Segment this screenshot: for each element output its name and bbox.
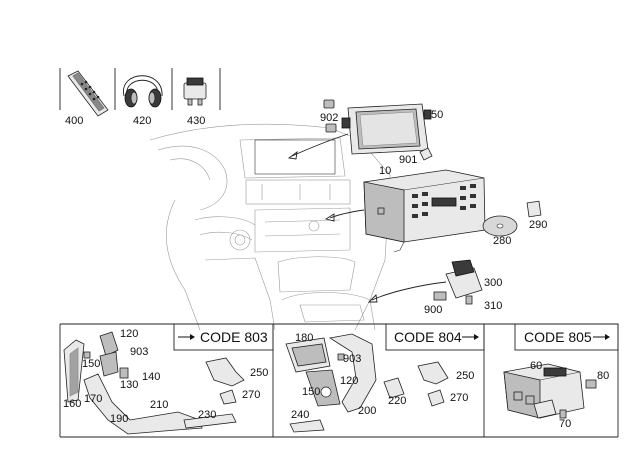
panel-805-parts [503,363,597,419]
part-label-803-120: 120 [120,328,139,340]
part-label-803-160: 160 [63,398,82,410]
leader-arrow-display [291,133,349,157]
panel-804-parts [285,333,449,433]
part-label-803-190: 190 [110,413,129,425]
control-module [433,259,483,305]
part-label-804-240: 240 [291,409,310,421]
part-label-805-80: 80 [597,370,610,382]
disc-icon [482,215,518,237]
part-label-280: 280 [493,235,512,247]
part-label-803-210: 210 [150,399,169,411]
part-label-804-250: 250 [456,370,475,382]
part-label-803-270: 270 [242,389,261,401]
part-label-803-130: 130 [120,379,139,391]
part-label-300: 300 [484,277,503,289]
dashboard-outline [149,123,391,331]
code-arrows [178,334,610,340]
part-label-803-903: 903 [130,346,149,358]
accessory-label-400: 400 [65,115,84,127]
part-label-804-150: 150 [302,386,321,398]
remote-control-icon [67,70,109,117]
display-unit [341,103,432,155]
part-label-902: 902 [320,112,339,124]
code-805-heading: CODE 805 [524,329,592,345]
connector-icon [183,77,207,106]
part-label-50: 50 [431,109,444,121]
leader-arrow-module [371,281,447,301]
part-label-803-140: 140 [142,371,161,383]
clip-902-icon [323,99,337,133]
part-label-804-200: 200 [358,405,377,417]
connector-901-icon [419,147,433,161]
part-label-805-60: 60 [530,360,543,372]
part-label-803-250: 250 [250,367,269,379]
part-label-290: 290 [529,219,548,231]
part-label-804-180: 180 [295,332,314,344]
part-label-901: 901 [399,154,418,166]
accessory-boxes [59,68,221,110]
part-label-803-150: 150 [82,358,101,370]
code-804-heading: CODE 804 [394,329,462,345]
part-label-310: 310 [484,300,503,312]
memory-card-icon [526,200,542,218]
accessory-label-420: 420 [133,115,152,127]
main-unit [363,169,486,253]
part-label-803-170: 170 [84,393,103,405]
part-label-804-220: 220 [388,395,407,407]
part-label-900: 900 [424,304,443,316]
part-label-804-903: 903 [343,353,362,365]
bottom-frame [59,323,619,438]
part-label-804-120: 120 [340,375,359,387]
part-label-803-230: 230 [198,409,217,421]
headphones-icon [123,75,163,108]
part-label-804-270: 270 [450,392,469,404]
part-label-805-70: 70 [559,418,572,430]
leader-arrow-unit [329,209,365,219]
part-label-10: 10 [379,165,392,177]
code-803-heading: CODE 803 [200,329,268,345]
panel-803-parts [63,331,245,435]
accessory-label-430: 430 [187,115,206,127]
